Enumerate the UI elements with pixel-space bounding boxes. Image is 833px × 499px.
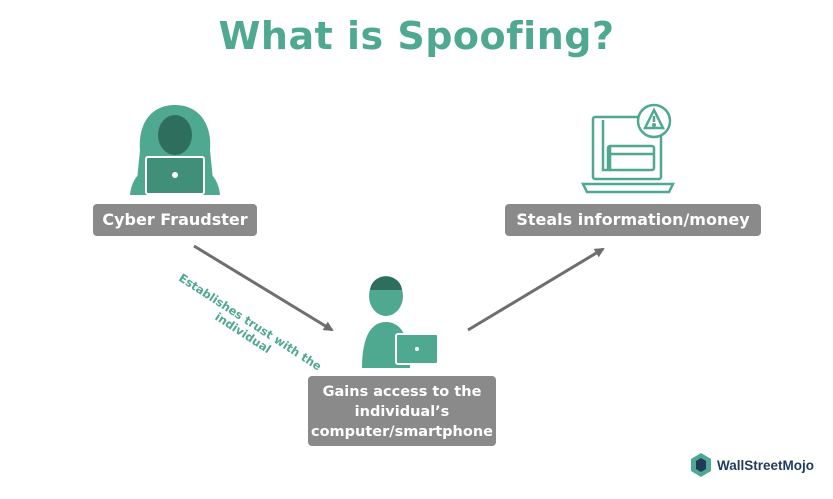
cyber-fraudster-label: Cyber Fraudster — [93, 204, 257, 236]
hooded-hacker-laptop-icon — [130, 105, 220, 195]
arrow-victim-to-steals — [467, 247, 605, 332]
steals-information-label: Steals information/money — [505, 204, 761, 236]
gains-access-label: Gains access to the individual’s compute… — [308, 376, 496, 446]
brand-logo: WallStreetMojo — [690, 450, 814, 480]
brand-name: WallStreetMojo — [717, 457, 815, 473]
wallstreetmojo-logo-icon — [691, 453, 711, 477]
person-laptop-icon — [362, 276, 439, 368]
gains-access-line-2: individual’s — [354, 404, 450, 420]
gains-access-line-1: Gains access to the — [322, 384, 482, 400]
laptop-card-warning-icon — [580, 103, 676, 194]
page-title: What is Spoofing? — [218, 14, 615, 58]
gains-access-line-3: computer/smartphone — [310, 424, 493, 440]
arrow-fraudster-to-victim — [193, 244, 334, 332]
